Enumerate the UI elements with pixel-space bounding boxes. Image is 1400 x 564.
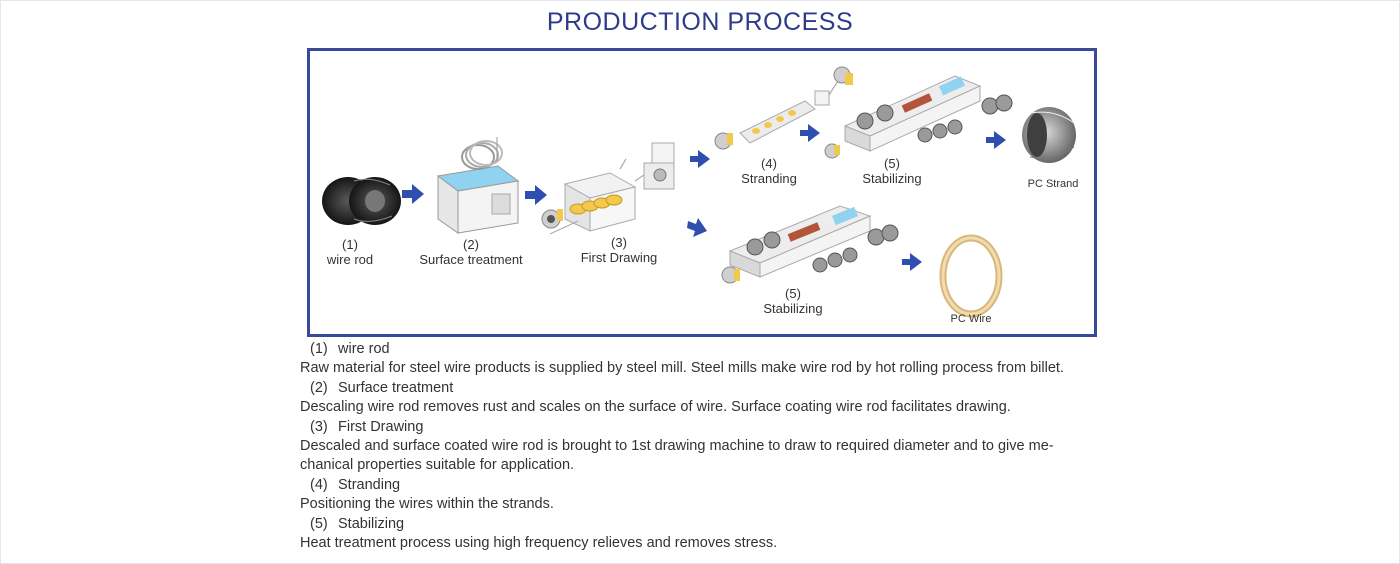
stranding-machine-icon: [714, 66, 853, 150]
process-description: (1)wire rod Raw material for steel wire …: [300, 340, 1120, 553]
arrow-icon: [690, 150, 710, 168]
process-diagram: (1)wire rod (2)Surface treatment (3)Firs…: [307, 48, 1097, 337]
stabilizing-line-bottom-icon: [721, 205, 899, 284]
description-heading: (4)Stranding: [310, 476, 401, 493]
arrow-icon: [687, 218, 707, 237]
arrow-icon: [902, 253, 922, 271]
step-4-label: (4)Stranding: [741, 156, 797, 186]
process-illustration: [322, 66, 1076, 318]
step-2-label: (2)Surface treatment: [419, 237, 523, 267]
step-3-label: (3)First Drawing: [580, 235, 658, 265]
page-title: PRODUCTION PROCESS: [546, 8, 854, 36]
first-drawing-machine-icon: [541, 142, 675, 235]
description-text: Raw material for steel wire products is …: [300, 360, 1064, 377]
description-heading: (1)wire rod: [310, 341, 390, 357]
arrow-icon: [402, 184, 424, 204]
pc-wire-label: PC Wire: [950, 313, 992, 325]
pc-strand-coil-icon: [1022, 107, 1076, 163]
description-text: Descaled and surface coated wire rod is …: [300, 438, 1054, 474]
description-heading: (2)Surface treatment: [310, 379, 454, 396]
description-text: Positioning the wires within the strands…: [300, 496, 554, 513]
stabilizing-line-top-icon: [824, 75, 1013, 159]
step-5-top-label: (5)Stabilizing: [862, 156, 922, 186]
surface-treatment-tank-icon: [436, 137, 520, 234]
arrow-icon: [986, 131, 1006, 149]
wire-rod-coil-icon: [322, 177, 401, 225]
description-text: Heat treatment process using high freque…: [300, 535, 778, 552]
description-heading: (5)Stabilizing: [310, 515, 405, 532]
step-1-label: (1)wire rod: [326, 237, 374, 267]
pc-wire-coil-icon: [939, 234, 1003, 318]
arrow-icon: [525, 185, 547, 205]
description-heading: (3)First Drawing: [310, 418, 424, 435]
arrow-icon: [800, 124, 820, 142]
description-text: Descaling wire rod removes rust and scal…: [300, 399, 1011, 416]
pc-strand-label: PC Strand: [1027, 178, 1079, 190]
step-5-bottom-label: (5)Stabilizing: [763, 286, 823, 316]
